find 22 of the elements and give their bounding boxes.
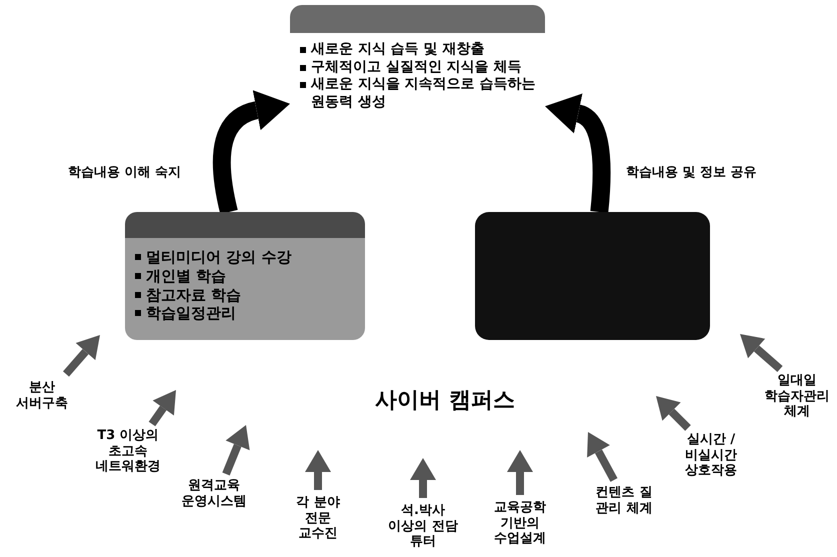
dark-panel	[475, 212, 710, 340]
list-item: 개인별 학습	[146, 266, 226, 286]
list-item: 참고자료 학습	[146, 286, 242, 304]
list-item: 학습일정관리	[146, 304, 236, 323]
caption-text: 컨텐츠 질 관리 체계	[594, 485, 654, 516]
curved-arrow	[212, 90, 290, 214]
caption-text: 실시간 / 비실시간 상호작용	[684, 432, 738, 479]
list-item: 새로운 지식을 지속적으로 습득하는 원동력 생성	[311, 76, 537, 111]
list-item: 멀티미디어 강의 수강	[146, 248, 292, 267]
title-text: 사이버 캠퍼스	[375, 388, 515, 413]
edge-label: 학습내용 및 정보 공유	[624, 163, 759, 181]
caption-text: 교육공학 기반의 수업설계	[493, 500, 547, 547]
caption-text: 일대일 학습자관리 체계	[764, 373, 830, 420]
content-card	[125, 212, 365, 340]
caption-text: 분산 서버구축	[15, 380, 69, 412]
caption-text: 원격교육 운영시스템	[180, 478, 248, 510]
caption-text: T3 이상의 초고속 네트워환경	[94, 428, 162, 475]
list-item: 구체적이고 실질적인 지식을 체득	[311, 58, 522, 76]
curved-arrow	[546, 94, 611, 213]
list-item: 새로운 지식 습득 및 재창출	[311, 41, 484, 58]
caption-text: 각 분야 전문 교수진	[295, 495, 341, 542]
caption-text: 석.박사 이상의 전담 튜터	[387, 503, 459, 550]
